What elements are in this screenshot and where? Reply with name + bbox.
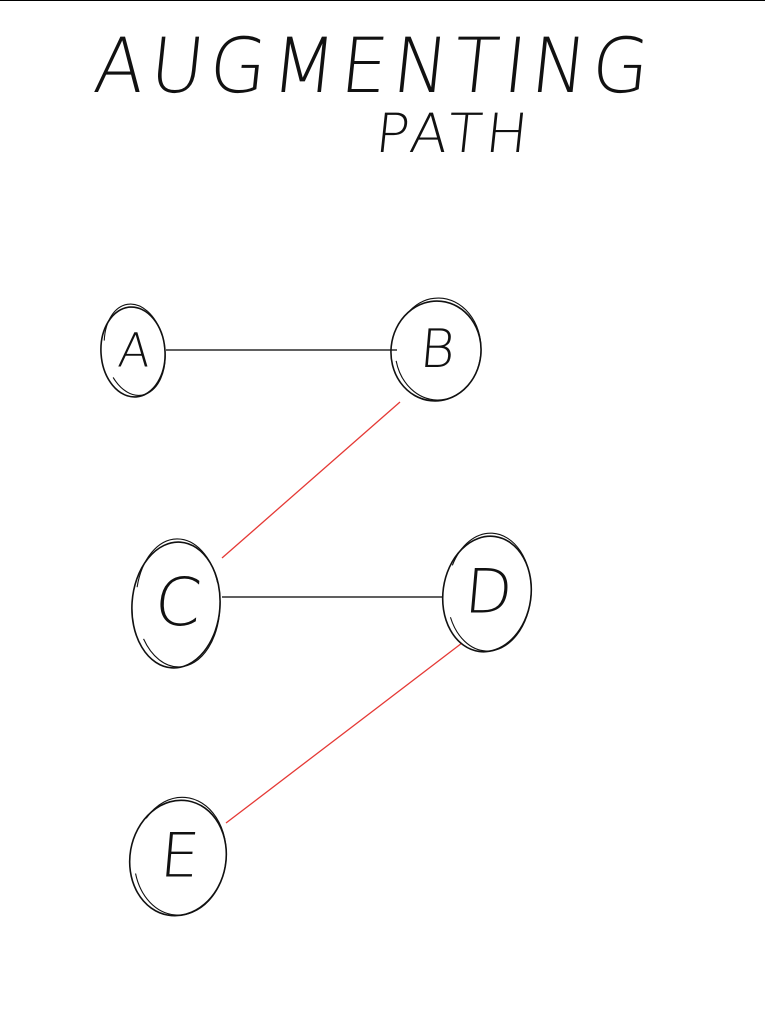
node-d-circle-stroke	[446, 532, 532, 652]
node-a: A	[100, 303, 166, 398]
node-b-circle-stroke	[394, 297, 482, 401]
node-d: D	[441, 532, 533, 653]
node-e-label: E	[157, 821, 202, 892]
node-a-label: A	[116, 323, 153, 378]
node-c-label: C	[152, 564, 205, 641]
nodes-group: A B C D E	[100, 297, 533, 917]
node-b-label: B	[418, 318, 458, 380]
title-line-2: PATH	[373, 102, 536, 165]
top-border-line	[0, 0, 765, 1]
edge-d-e	[225, 642, 463, 824]
node-a-circle-stroke	[103, 303, 166, 396]
node-d-label: D	[462, 557, 515, 628]
node-c-circle-stroke	[135, 538, 221, 668]
title-line-1: AUGMENTING	[90, 21, 659, 110]
node-c: C	[131, 538, 221, 669]
node-e-circle-stroke	[133, 796, 227, 916]
edges-group	[166, 349, 463, 824]
node-e: E	[128, 796, 228, 917]
node-b: B	[390, 297, 482, 402]
edge-b-c	[221, 401, 401, 559]
